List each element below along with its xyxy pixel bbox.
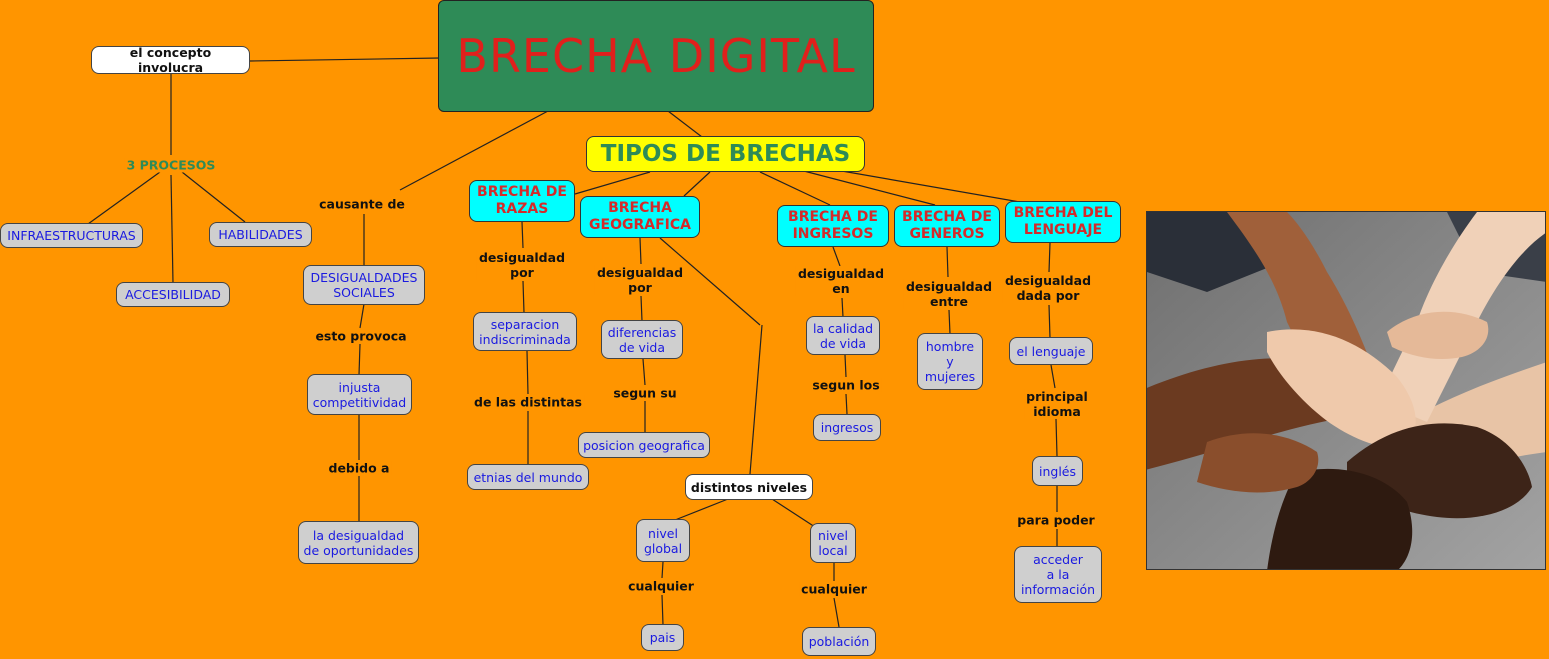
link-esto-provoca: esto provoca bbox=[313, 328, 409, 344]
link-lenguaje-desigualdad: desigualdad dada por bbox=[1002, 273, 1094, 303]
box-el-lenguaje: el lenguaje bbox=[1009, 337, 1093, 365]
box-etnias-del-mundo: etnias del mundo bbox=[467, 464, 589, 490]
box-diferencias-de-vida: diferencias de vida bbox=[601, 320, 683, 359]
box-nivel-local: nivel local bbox=[810, 523, 856, 563]
box-desigualdad-oportunidades: la desigualdad de oportunidades bbox=[298, 521, 419, 564]
type-brecha-razas: BRECHA DE RAZAS bbox=[469, 180, 575, 222]
link-global-cualquier: cualquier bbox=[626, 578, 696, 594]
link-3-procesos: 3 PROCESOS bbox=[124, 157, 218, 173]
box-calidad-de-vida: la calidad de vida bbox=[806, 316, 880, 355]
link-geografica-desigualdad: desigualdad por bbox=[594, 265, 686, 295]
link-causante-de: causante de bbox=[317, 196, 407, 212]
link-local-cualquier: cualquier bbox=[799, 581, 869, 597]
hands-illustration bbox=[1147, 212, 1545, 569]
concept-accesibilidad: ACCESIBILIDAD bbox=[116, 282, 230, 307]
box-hombre-y-mujeres: hombre y mujeres bbox=[917, 333, 983, 390]
link-principal-idioma: principal idioma bbox=[1024, 389, 1090, 419]
box-ingresos: ingresos bbox=[813, 414, 881, 441]
box-distintos-niveles: distintos niveles bbox=[685, 474, 813, 500]
link-segun-los: segun los bbox=[810, 377, 882, 393]
hands-photo bbox=[1146, 211, 1546, 570]
main-title: BRECHA DIGITAL bbox=[438, 0, 874, 112]
concept-box: el concepto involucra bbox=[91, 45, 250, 75]
link-segun-su: segun su bbox=[611, 385, 679, 401]
link-de-las-distintas: de las distintas bbox=[472, 394, 584, 410]
type-brecha-ingresos: BRECHA DE INGRESOS bbox=[777, 205, 889, 247]
link-debido-a: debido a bbox=[326, 460, 392, 476]
type-brecha-generos: BRECHA DE GENEROS bbox=[894, 205, 1000, 247]
box-separacion-indiscriminada: separacion indiscriminada bbox=[473, 312, 577, 351]
link-razas-desigualdad: desigualdad por bbox=[476, 250, 568, 280]
box-ingles: inglés bbox=[1032, 456, 1083, 486]
box-nivel-global: nivel global bbox=[636, 519, 690, 562]
box-poblacion: población bbox=[802, 627, 876, 656]
box-desigualdades-sociales: DESIGUALDADES SOCIALES bbox=[303, 265, 425, 305]
box-posicion-geografica: posicion geografica bbox=[578, 432, 710, 458]
link-para-poder: para poder bbox=[1015, 512, 1097, 528]
link-generos-desigualdad: desigualdad entre bbox=[903, 279, 995, 309]
box-pais: pais bbox=[641, 624, 684, 651]
box-acceder-informacion: acceder a la información bbox=[1014, 546, 1102, 603]
concept-habilidades: HABILIDADES bbox=[209, 222, 312, 247]
concept-infraestructuras: INFRAESTRUCTURAS bbox=[0, 223, 143, 248]
link-ingresos-desigualdad: desigualdad en bbox=[795, 266, 887, 296]
subtitle-types: TIPOS DE BRECHAS bbox=[586, 136, 865, 172]
box-injusta-competitividad: injusta competitividad bbox=[307, 374, 412, 415]
type-brecha-lenguaje: BRECHA DEL LENGUAJE bbox=[1005, 201, 1121, 243]
type-brecha-geografica: BRECHA GEOGRAFICA bbox=[580, 196, 700, 238]
